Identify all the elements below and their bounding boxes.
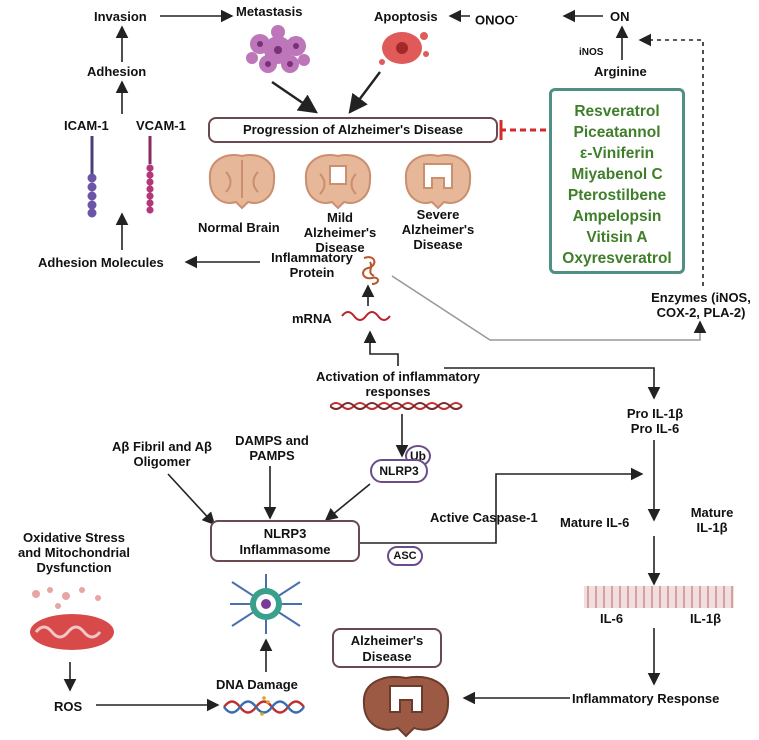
inflammatory-response-label: Inflammatory Response — [572, 691, 720, 706]
apoptosis-cell-icon — [379, 32, 429, 65]
activation-label: Activation of inflammatory responses — [316, 369, 480, 399]
compound-miyabenol: Miyabenol C — [571, 166, 663, 183]
dna-damage-label: DNA Damage — [216, 677, 298, 692]
icam-label: ICAM-1 — [64, 118, 109, 133]
diseased-brain-icon — [362, 676, 450, 738]
normal-brain-label: Normal Brain — [198, 220, 280, 235]
active-caspase-label: Active Caspase-1 — [430, 510, 538, 525]
protein-icon — [362, 256, 379, 285]
mrna-label: mRNA — [292, 311, 332, 326]
damaged-dna-icon — [223, 696, 305, 716]
adhesion-label: Adhesion — [87, 64, 147, 79]
inflammasome-complex-icon — [230, 574, 302, 634]
compound-vitisin: Vitisin A — [586, 229, 648, 246]
on-label: ON — [610, 9, 630, 24]
adhesion-molecules-label: Adhesion Molecules — [38, 255, 164, 270]
nlrp3-inflammasome-box: NLRP3 Inflammasome — [210, 520, 360, 562]
metastasis-cells-icon — [246, 25, 310, 73]
compound-viniferin: ε-Viniferin — [579, 145, 655, 162]
il6-label: IL-6 — [600, 611, 624, 626]
compound-list-box: Resveratrol Piceatannol ε-Viniferin Miya… — [549, 88, 685, 274]
severe-ad-label: Severe Alzheimer's Disease — [401, 207, 475, 252]
damps-label: DAMPS and PAMPS — [235, 433, 309, 463]
il1b-label: IL-1β — [690, 611, 722, 626]
mild-brain-icon — [304, 154, 372, 210]
arginine-label: Arginine — [594, 64, 647, 79]
mature-il6-label: Mature IL-6 — [560, 515, 630, 530]
compound-resveratrol: Resveratrol — [574, 103, 660, 120]
normal-brain-icon — [208, 154, 276, 210]
dna-strand-icon — [330, 402, 463, 410]
metastasis-label: Metastasis — [236, 4, 303, 19]
cell-membrane-icon — [584, 586, 734, 608]
compound-piceatannol: Piceatannol — [573, 124, 661, 141]
compound-pterostilbene: Pterostilbene — [567, 187, 667, 204]
adhesion-molecules-icon — [87, 136, 154, 218]
severe-brain-icon — [404, 154, 472, 210]
abeta-label: Aβ Fibril and Aβ Oligomer — [112, 439, 212, 469]
pro-il-label: Pro IL-1β Pro IL-6 — [626, 406, 684, 436]
alzheimers-disease-box: Alzheimer's Disease — [332, 628, 442, 668]
onoo-label: ONOO- — [475, 11, 518, 28]
compound-oxyresveratrol: Oxyresveratrol — [562, 250, 672, 267]
oxidative-stress-label: Oxidative Stress and Mitochondrial Dysfu… — [18, 530, 130, 575]
inflammatory-protein-label: Inflammatory Protein — [271, 250, 353, 280]
compound-ampelopsin: Ampelopsin — [572, 208, 662, 225]
mild-ad-label: Mild Alzheimer's Disease — [303, 210, 377, 255]
mitochondria-icon — [30, 587, 114, 650]
vcam-label: VCAM-1 — [136, 118, 186, 133]
inos-label: iNOS — [579, 47, 604, 58]
progression-box: Progression of Alzheimer's Disease — [208, 117, 498, 143]
apoptosis-label: Apoptosis — [374, 9, 438, 24]
ros-label: ROS — [54, 699, 83, 714]
mature-il1b-label: Mature IL-1β — [690, 505, 734, 535]
nlrp3-pill: NLRP3 — [370, 459, 428, 483]
invasion-label: Invasion — [94, 9, 147, 24]
asc-pill: ASC — [387, 546, 423, 566]
mrna-strand-icon — [341, 311, 391, 321]
enzymes-label: Enzymes (iNOS, COX-2, PLA-2) — [651, 290, 751, 320]
